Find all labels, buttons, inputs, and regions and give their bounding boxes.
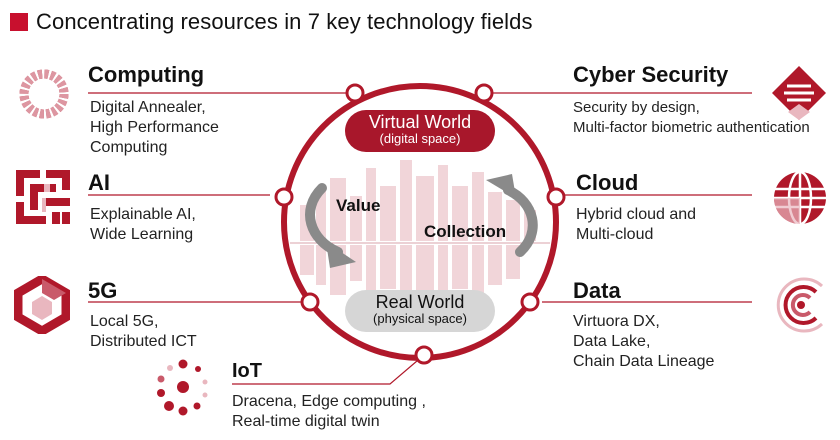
value-label: Value [336,196,381,215]
field-desc-iot: Dracena, Edge computing , Real-time digi… [232,393,426,430]
field-desc-ai: Explainable AI, Wide Learning [90,206,196,243]
field-title-cloud: Cloud [576,170,639,195]
maze-icon [16,170,70,224]
page-title: Concentrating resources in 7 key technol… [36,9,533,34]
field-title-5g: 5G [88,278,118,303]
connector-lines [88,92,752,385]
hexagon-icon [14,276,70,334]
header-bullet-square [10,13,28,31]
field-title-iot: IoT [232,360,262,382]
value-arrow-icon [305,183,356,268]
real-world-title: Real World [375,292,465,312]
globe-icon [774,170,826,226]
ring-nodes [274,83,566,365]
real-world-pill [345,290,495,332]
node-iot [414,345,434,365]
field-title-cyber-security: Cyber Security [573,62,729,87]
field-desc-data: Virtuora DX, Data Lake, Chain Data Linea… [573,313,715,370]
field-title-computing: Computing [88,62,205,87]
node-cloud [546,187,566,207]
node-data [520,292,540,312]
node-computing [345,83,365,103]
collection-arrow-icon [486,174,538,257]
node-ai [274,187,294,207]
dotted-circle-icon [157,359,208,416]
virtual-world-subtitle: (digital space) [379,130,461,146]
virtual-world-title: Virtual World [368,112,472,132]
node-5g [300,292,320,312]
ring-icon [19,69,69,119]
field-desc-cloud: Hybrid cloud and Multi-cloud [576,206,697,243]
spiral-arc-icon [776,277,824,333]
section-header: Concentrating resources in 7 key technol… [10,8,533,36]
collection-label: Collection [424,222,507,241]
diamond-stack-icon [772,66,826,120]
real-world-subtitle: (physical space) [373,310,467,326]
field-desc-cyber-security: Security by design, Multi-factor biometr… [573,99,810,136]
field-title-data: Data [573,278,621,303]
field-title-ai: AI [88,170,110,195]
virtual-world-pill [345,110,495,152]
virtual-world-label: Virtual World (digital space) [345,113,495,146]
connector-iot [232,354,425,385]
field-desc-5g: Local 5G, Distributed ICT [90,313,197,350]
node-cyber-security [474,83,494,103]
real-world-label: Real World (physical space) [345,293,495,326]
field-desc-computing: Digital Annealer, High Performance Compu… [90,99,219,156]
